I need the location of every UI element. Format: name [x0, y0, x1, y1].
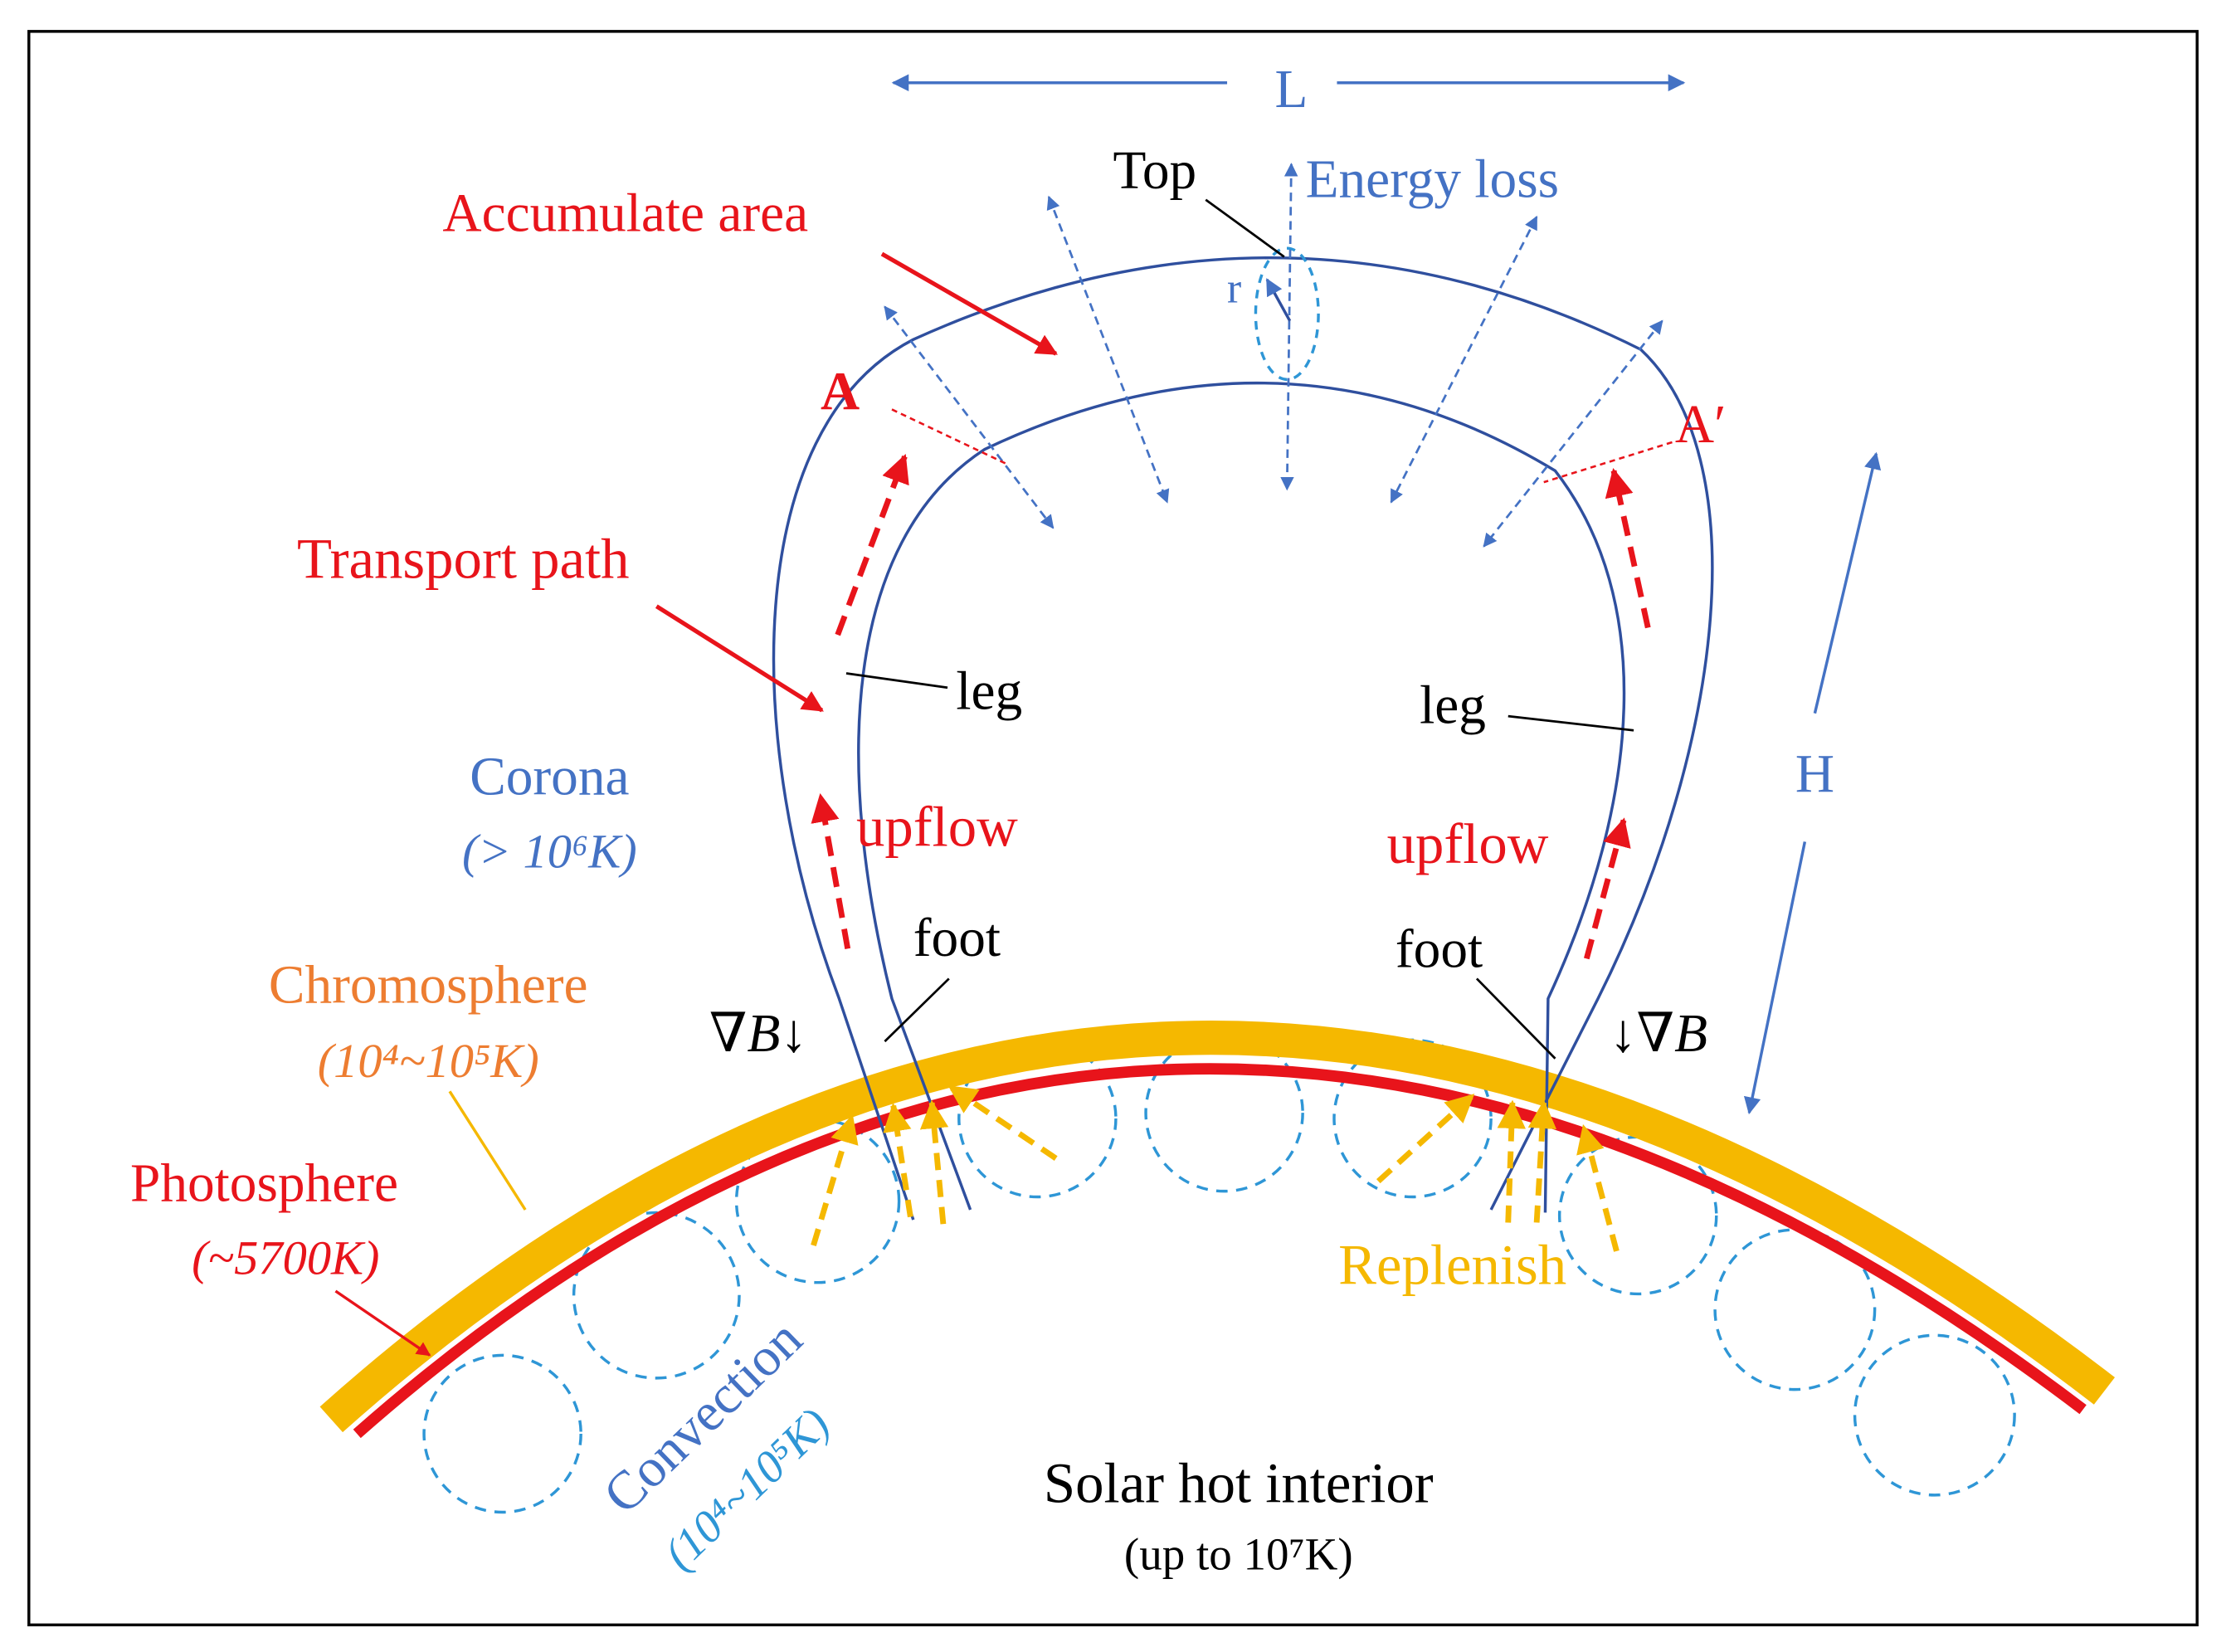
replenish-arrow: [1576, 1123, 1620, 1252]
replenish-arrow: [883, 1103, 913, 1218]
gradB-right-label: ↓∇B: [1610, 1004, 1707, 1064]
leg-right-leader: [1508, 714, 1634, 732]
energy-arrow: [1280, 163, 1298, 491]
height-arrow-up: [1813, 451, 1882, 714]
replenish-arrow: [811, 1114, 859, 1246]
top-label: Top: [1113, 141, 1197, 201]
gradB-left-label: ∇B↓: [709, 1004, 807, 1064]
foot-left-leader: [884, 977, 950, 1043]
convection-cell: [1144, 1032, 1304, 1193]
figure-frame: [27, 30, 2199, 1627]
replenish-arrow: [1497, 1099, 1526, 1223]
convection-cell: [1713, 1228, 1877, 1391]
energy-loss-arrows: [884, 163, 1663, 548]
radius-arrow: [1265, 278, 1292, 322]
convection-cell: [422, 1353, 582, 1514]
upflow-arrow: [1584, 817, 1631, 960]
transport-path-label: Transport path: [297, 527, 630, 590]
foot-right-label: foot: [1396, 920, 1483, 980]
leg-left-leader: [845, 672, 948, 690]
photosphere-pointer: [334, 1289, 431, 1357]
energy-arrow: [1390, 215, 1538, 504]
upflow-arrow: [811, 793, 851, 949]
coronal-loop: [772, 256, 1714, 1221]
corona-temp-label: (> 10⁶K): [462, 824, 637, 878]
loop-outer: [772, 256, 1714, 1221]
radius-label: r: [1227, 266, 1241, 313]
height-label: H: [1795, 744, 1834, 804]
chromosphere-label: Chromosphere: [269, 956, 588, 1016]
leg-left-label: leg: [956, 662, 1022, 722]
upflow-arrow: [1605, 468, 1651, 629]
photosphere-temp-label: (~5700K): [192, 1230, 379, 1284]
corona-label: Corona: [470, 748, 629, 807]
replenish-label: Replenish: [1338, 1233, 1566, 1296]
section-line-A-prime: [1543, 441, 1673, 484]
convection-cell: [1853, 1333, 2016, 1497]
cross-section-ellipse: [1254, 246, 1320, 382]
photosphere-band: [353, 1063, 2087, 1439]
loop-inner: [857, 381, 1626, 1213]
replenish-arrow: [1527, 1099, 1557, 1223]
leader-lines: [845, 198, 1634, 1060]
replenish-arrow: [919, 1099, 949, 1225]
upflow-right-label: upflow: [1387, 812, 1549, 875]
chromosphere-pointer: [448, 1090, 527, 1211]
interior-temp-label: (up to 10⁷K): [1124, 1528, 1353, 1579]
section-A-label: A: [821, 362, 860, 422]
section-line-A: [891, 408, 1007, 465]
replenish-arrows: [811, 1084, 1620, 1252]
accumulate-area-label: Accumulate area: [442, 184, 808, 244]
upflow-arrows: [811, 453, 1651, 960]
energy-arrow: [1046, 195, 1170, 504]
top-leader: [1205, 198, 1285, 258]
chromosphere-band: [319, 1021, 2116, 1433]
transport-pointer: [655, 604, 824, 713]
interior-label: Solar hot interior: [1044, 1451, 1434, 1514]
upflow-left-label: upflow: [856, 796, 1018, 859]
convection-label: Convection: [592, 1308, 814, 1525]
foot-right-leader: [1475, 977, 1556, 1060]
foot-left-label: foot: [913, 909, 1001, 968]
upflow-arrow: [835, 453, 909, 636]
chromosphere-temp-label: (10⁴~10⁵K): [318, 1034, 539, 1088]
energy-arrow: [884, 305, 1055, 529]
replenish-arrow: [947, 1084, 1058, 1161]
replenish-arrow: [1376, 1093, 1475, 1184]
section-A-prime-label: A′: [1675, 395, 1726, 455]
length-label: L: [1274, 60, 1308, 119]
leg-right-label: leg: [1420, 676, 1486, 736]
height-arrow-down: [1743, 841, 1807, 1115]
photosphere-label: Photosphere: [130, 1154, 398, 1214]
energy-arrow: [1483, 319, 1663, 548]
accumulate-pointer: [880, 251, 1058, 356]
energy-loss-label: Energy loss: [1306, 149, 1559, 209]
